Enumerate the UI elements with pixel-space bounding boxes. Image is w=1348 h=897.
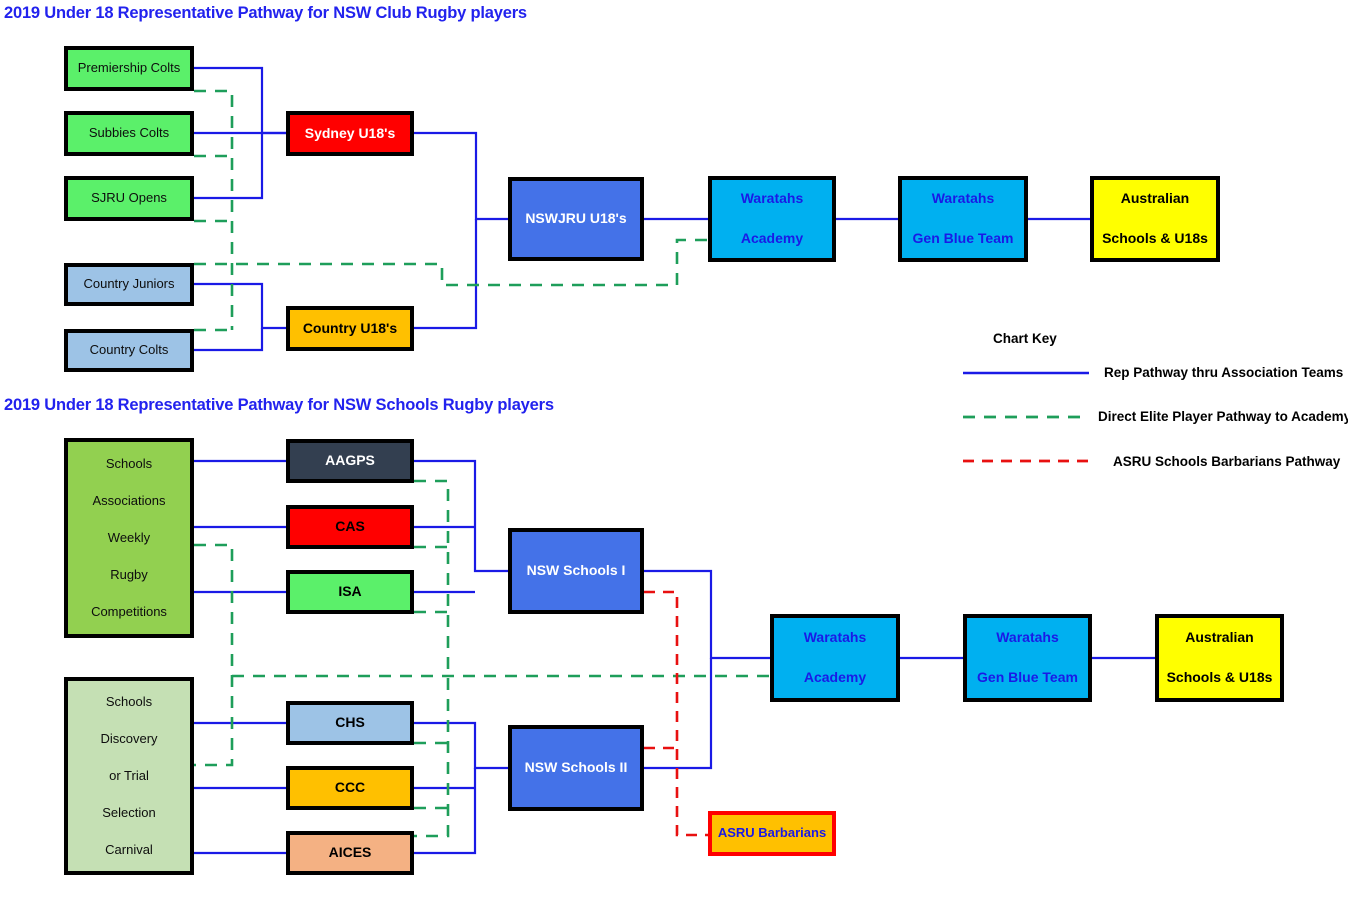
node-label-line4: Rugby bbox=[110, 566, 148, 582]
chart-key-label-elite: Direct Elite Player Pathway to Academy bbox=[1098, 409, 1348, 424]
node-label: Schools Discovery or Trial Selection Car… bbox=[94, 693, 163, 859]
node-aices[interactable]: AICES bbox=[286, 831, 414, 875]
node-label: Waratahs Gen Blue Team bbox=[971, 628, 1084, 688]
node-schools-associations-weekly-rugby-competitions[interactable]: Schools Associations Weekly Rugby Compet… bbox=[64, 438, 194, 638]
node-asru-barbarians[interactable]: ASRU Barbarians bbox=[708, 811, 836, 856]
node-australian-schools-u18s-club[interactable]: Australian Schools & U18s bbox=[1090, 176, 1220, 262]
node-label: NSWJRU U18's bbox=[525, 210, 627, 227]
node-isa[interactable]: ISA bbox=[286, 570, 414, 614]
club-section-title: 2019 Under 18 Representative Pathway for… bbox=[4, 4, 527, 22]
node-aagps[interactable]: AAGPS bbox=[286, 439, 414, 483]
node-label-line2: Gen Blue Team bbox=[977, 668, 1078, 685]
node-waratahs-academy-club[interactable]: Waratahs Academy bbox=[708, 176, 836, 262]
node-waratahs-gen-blue-club[interactable]: Waratahs Gen Blue Team bbox=[898, 176, 1028, 262]
node-sjru-opens[interactable]: SJRU Opens bbox=[64, 176, 194, 221]
node-label: CHS bbox=[335, 714, 365, 731]
chart-key-title: Chart Key bbox=[993, 331, 1057, 346]
node-label-line2: Academy bbox=[803, 668, 867, 685]
node-subbies-colts[interactable]: Subbies Colts bbox=[64, 111, 194, 156]
node-label: ASRU Barbarians bbox=[717, 825, 827, 841]
schools-section-title: 2019 Under 18 Representative Pathway for… bbox=[4, 396, 554, 414]
node-label-line3: Weekly bbox=[107, 529, 151, 545]
node-label: CAS bbox=[335, 518, 365, 535]
node-label: ISA bbox=[338, 583, 362, 600]
node-label-line1: Schools bbox=[105, 693, 153, 709]
node-label: Country Juniors bbox=[83, 276, 175, 292]
node-premiership-colts[interactable]: Premiership Colts bbox=[64, 46, 194, 91]
node-label-line4: Selection bbox=[102, 804, 156, 820]
node-label: Waratahs Academy bbox=[798, 628, 873, 688]
node-label: Subbies Colts bbox=[88, 125, 170, 141]
node-cas[interactable]: CAS bbox=[286, 505, 414, 549]
node-label: AAGPS bbox=[325, 452, 375, 469]
chart-key-label-rep: Rep Pathway thru Association Teams bbox=[1104, 365, 1344, 380]
node-chs[interactable]: CHS bbox=[286, 701, 414, 745]
node-label-line1: Waratahs bbox=[803, 629, 867, 646]
node-label-line2: Associations bbox=[92, 492, 166, 508]
node-label: Sydney U18's bbox=[304, 124, 396, 141]
node-label: NSW Schools I bbox=[526, 562, 626, 579]
node-label-line2: Academy bbox=[740, 229, 804, 246]
node-waratahs-gen-blue-schools[interactable]: Waratahs Gen Blue Team bbox=[963, 614, 1092, 702]
elite-pathway-lines-schools bbox=[194, 479, 770, 838]
node-label-line1: Australian bbox=[1185, 629, 1254, 646]
node-label: Premiership Colts bbox=[77, 60, 181, 76]
node-nswjru-u18s[interactable]: NSWJRU U18's bbox=[508, 177, 644, 261]
barbarians-pathway-lines bbox=[644, 590, 708, 837]
node-label-line2: Schools & U18s bbox=[1102, 229, 1208, 246]
node-label-line1: Australian bbox=[1120, 190, 1190, 207]
node-label-line5: Competitions bbox=[91, 603, 167, 619]
node-label: Country U18's bbox=[302, 319, 398, 336]
node-label: Waratahs Academy bbox=[735, 189, 810, 249]
node-country-u18s[interactable]: Country U18's bbox=[286, 306, 414, 351]
node-label-line1: Waratahs bbox=[740, 190, 804, 207]
node-label: Australian Schools & U18s bbox=[1096, 189, 1214, 249]
node-schools-discovery-trial-selection-carnival[interactable]: Schools Discovery or Trial Selection Car… bbox=[64, 677, 194, 875]
node-label: AICES bbox=[328, 844, 372, 861]
node-label: SJRU Opens bbox=[91, 190, 167, 206]
node-label-line2: Schools & U18s bbox=[1166, 668, 1273, 685]
node-label: Australian Schools & U18s bbox=[1161, 628, 1279, 688]
node-country-juniors[interactable]: Country Juniors bbox=[64, 263, 194, 306]
node-waratahs-academy-schools[interactable]: Waratahs Academy bbox=[770, 614, 900, 702]
node-label: CCC bbox=[334, 779, 366, 796]
node-label: Waratahs Gen Blue Team bbox=[907, 189, 1020, 249]
chart-key-label-barbarians: ASRU Schools Barbarians Pathway bbox=[1113, 454, 1341, 469]
node-ccc[interactable]: CCC bbox=[286, 766, 414, 810]
node-label: Country Colts bbox=[89, 342, 169, 358]
node-label: NSW Schools II bbox=[524, 759, 628, 776]
node-country-colts[interactable]: Country Colts bbox=[64, 329, 194, 372]
node-australian-schools-u18s-schools[interactable]: Australian Schools & U18s bbox=[1155, 614, 1284, 702]
node-label-line1: Waratahs bbox=[931, 190, 995, 207]
node-label-line1: Waratahs bbox=[996, 629, 1059, 646]
node-sydney-u18s[interactable]: Sydney U18's bbox=[286, 111, 414, 156]
node-label: Schools Associations Weekly Rugby Compet… bbox=[85, 455, 173, 621]
node-label-line2: Gen Blue Team bbox=[912, 229, 1014, 246]
node-label-line5: Carnival bbox=[105, 841, 153, 857]
node-nsw-schools-ii[interactable]: NSW Schools II bbox=[508, 725, 644, 811]
node-nsw-schools-i[interactable]: NSW Schools I bbox=[508, 528, 644, 614]
node-label-line3: or Trial bbox=[109, 767, 149, 783]
node-label-line2: Discovery bbox=[100, 730, 158, 746]
node-label-line1: Schools bbox=[105, 455, 153, 471]
